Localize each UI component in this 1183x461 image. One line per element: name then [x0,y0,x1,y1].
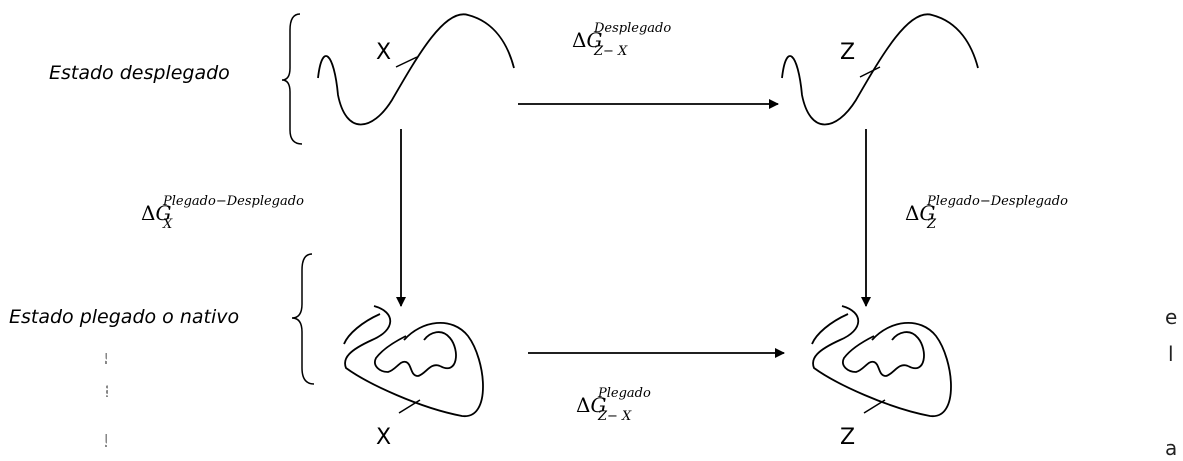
equation-superscript: Desplegado [594,21,672,36]
x-top-pointer [395,56,418,68]
folded-protein-z [811,305,952,417]
x-top-label: X [376,40,392,65]
delta-g-z: ΔG Plegado−Desplegado Z [905,194,1068,232]
equation-superscript: Plegado−Desplegado [163,194,304,209]
equation-subscript: Z− X [594,44,628,59]
unfolded-chain-z [781,13,979,126]
delta-g-unfolded-z-x: ΔG Desplegado Z− X [572,21,671,59]
right-text-fragment: l [1168,342,1174,366]
x-bottom-pointer [398,399,421,414]
equation-subscript: X [163,217,173,232]
left-text-fragment: ε [102,376,113,400]
g-symbol: G [155,201,172,225]
g-symbol: G [586,28,603,52]
delta-symbol: Δ [576,393,591,417]
unfolded-state-brace [281,13,303,145]
delta-g-folded-z-x: ΔG Plegado Z− X [576,386,651,424]
folded-state-label: Estado plegado o nativo [9,306,240,328]
folded-state-brace [291,253,315,385]
left-text-fragment: ι [102,426,109,450]
left-text-fragment: ι [102,342,109,366]
equation-subscript: Z− X [598,409,632,424]
z-bottom-pointer [863,399,886,414]
equation-superscript: Plegado−Desplegado [927,194,1068,209]
z-top-label: Z [840,40,856,65]
right-text-fragment: e [1165,305,1178,329]
z-bottom-label: Z [840,425,856,450]
g-symbol: G [919,201,936,225]
g-symbol: G [590,393,607,417]
equation-subscript: Z [927,217,937,232]
x-bottom-label: X [376,425,392,450]
z-top-pointer [859,66,881,78]
folded-protein-x [343,305,484,417]
equation-superscript: Plegado [598,386,651,401]
delta-symbol: Δ [572,28,587,52]
delta-symbol: Δ [141,201,156,225]
delta-symbol: Δ [905,201,920,225]
unfolded-chain-x [317,13,515,126]
delta-g-x: ΔG Plegado−Desplegado X [141,194,304,232]
unfolded-state-label: Estado desplegado [49,62,230,84]
right-text-fragment: a [1165,436,1178,460]
